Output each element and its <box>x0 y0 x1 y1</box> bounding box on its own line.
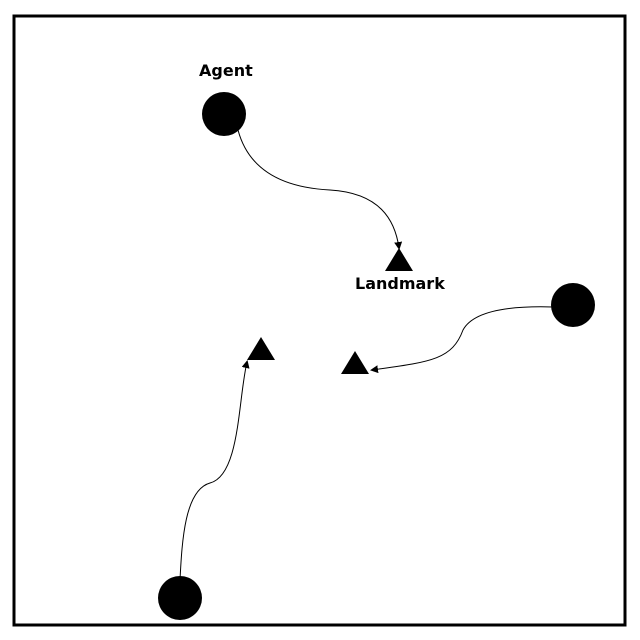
frame-border <box>14 16 625 625</box>
trajectory-agent-1 <box>238 130 399 248</box>
agent-circle-1 <box>202 92 246 136</box>
landmark-label: Landmark <box>355 274 445 293</box>
agent-label: Agent <box>199 61 253 80</box>
landmark-triangle-3 <box>341 351 369 374</box>
agent-circle-2 <box>551 283 595 327</box>
trajectory-agent-2 <box>372 307 553 370</box>
landmark-triangle-2 <box>247 337 275 360</box>
agent-circle-3 <box>158 576 202 620</box>
landmark-triangle-1 <box>385 248 413 271</box>
trajectory-agent-3 <box>180 362 247 580</box>
